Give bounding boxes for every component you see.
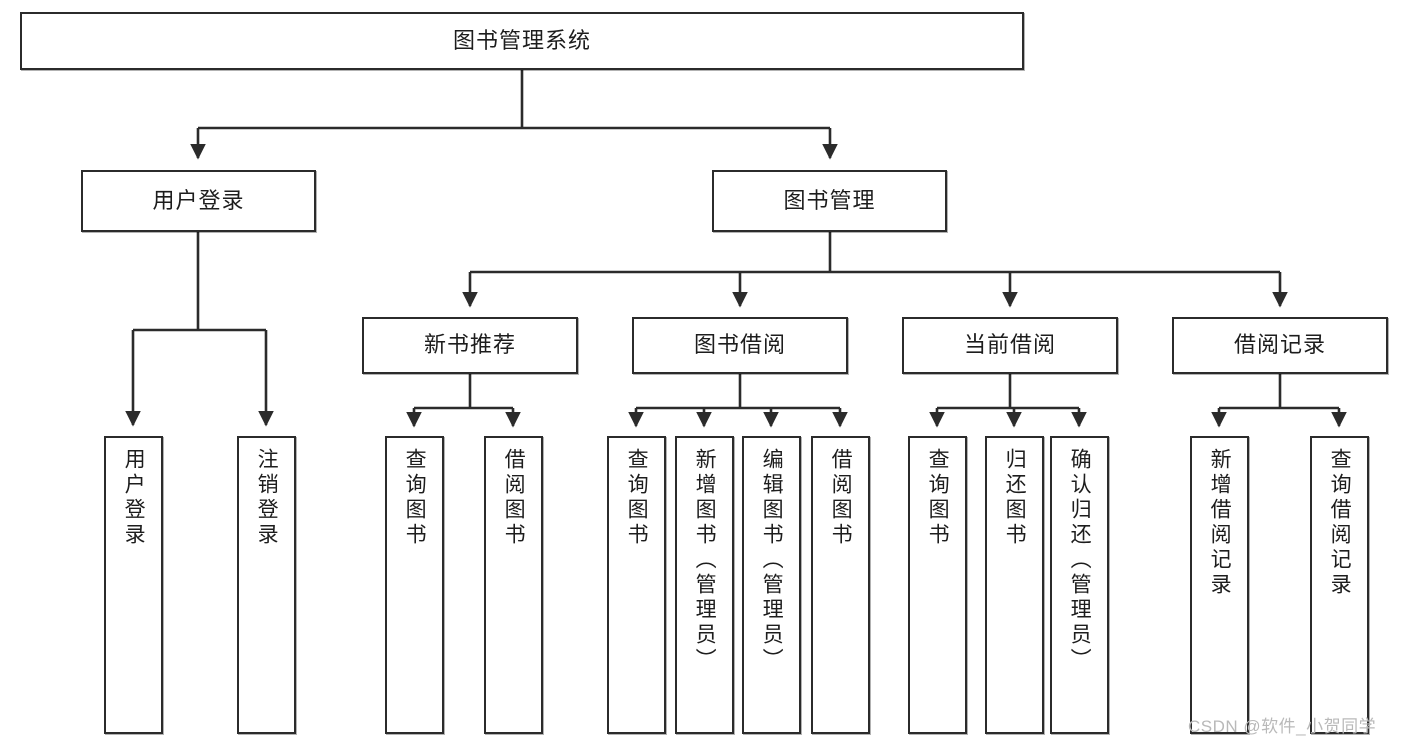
- node-new-book-recommend-label: 新书推荐: [423, 332, 516, 358]
- leaf-borrow-query-book[interactable]: 查询图书: [607, 436, 666, 734]
- leaf-record-query[interactable]: 查询借阅记录: [1310, 436, 1369, 734]
- leaf-current-query-book-label: 查询图书: [926, 448, 950, 548]
- leaf-recommend-query-book[interactable]: 查询图书: [385, 436, 444, 734]
- leaf-user-login-label: 用户登录: [122, 448, 146, 548]
- leaf-record-query-label: 查询借阅记录: [1328, 448, 1352, 598]
- node-root-label: 图书管理系统: [452, 27, 591, 53]
- leaf-record-add-label: 新增借阅记录: [1208, 448, 1232, 598]
- node-borrow-record[interactable]: 借阅记录: [1172, 317, 1388, 374]
- leaf-borrow-query-book-label: 查询图书: [625, 448, 649, 548]
- leaf-recommend-query-book-label: 查询图书: [403, 448, 427, 548]
- leaf-current-query-book[interactable]: 查询图书: [908, 436, 967, 734]
- leaf-borrow-borrow-book[interactable]: 借阅图书: [811, 436, 870, 734]
- leaf-borrow-add-book-label: 新增图书（管理员）: [693, 448, 717, 673]
- leaf-borrow-edit-book[interactable]: 编辑图书（管理员）: [742, 436, 801, 734]
- leaf-current-confirm-return-label: 确认归还（管理员）: [1068, 448, 1092, 673]
- node-borrow-record-label: 借阅记录: [1233, 332, 1326, 358]
- leaf-borrow-add-book[interactable]: 新增图书（管理员）: [675, 436, 734, 734]
- node-user-login[interactable]: 用户登录: [81, 170, 316, 232]
- csdn-watermark: CSDN @软件_小贺同学: [1188, 717, 1377, 736]
- node-book-borrow-label: 图书借阅: [693, 332, 786, 358]
- node-new-book-recommend[interactable]: 新书推荐: [362, 317, 578, 374]
- leaf-borrow-edit-book-label: 编辑图书（管理员）: [760, 448, 784, 673]
- leaf-user-logout-label: 注销登录: [255, 448, 279, 548]
- node-user-login-label: 用户登录: [152, 187, 245, 213]
- node-root[interactable]: 图书管理系统: [20, 12, 1024, 70]
- leaf-user-login[interactable]: 用户登录: [104, 436, 163, 734]
- leaf-current-confirm-return[interactable]: 确认归还（管理员）: [1050, 436, 1109, 734]
- node-book-management-label: 图书管理: [783, 187, 876, 213]
- node-current-borrow[interactable]: 当前借阅: [902, 317, 1118, 374]
- leaf-recommend-borrow-book-label: 借阅图书: [502, 448, 526, 548]
- node-current-borrow-label: 当前借阅: [963, 332, 1056, 358]
- leaf-recommend-borrow-book[interactable]: 借阅图书: [484, 436, 543, 734]
- node-book-borrow[interactable]: 图书借阅: [632, 317, 848, 374]
- leaf-user-logout[interactable]: 注销登录: [237, 436, 296, 734]
- node-book-management[interactable]: 图书管理: [712, 170, 947, 232]
- leaf-current-return-book-label: 归还图书: [1003, 448, 1027, 548]
- leaf-current-return-book[interactable]: 归还图书: [985, 436, 1044, 734]
- leaf-record-add[interactable]: 新增借阅记录: [1190, 436, 1249, 734]
- leaf-borrow-borrow-book-label: 借阅图书: [829, 448, 853, 548]
